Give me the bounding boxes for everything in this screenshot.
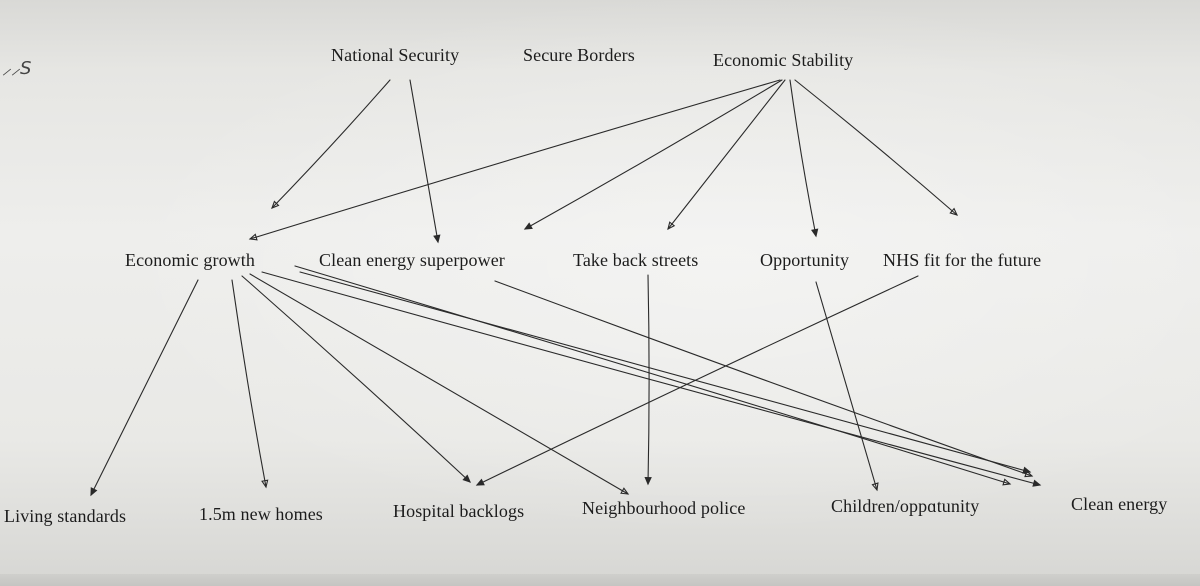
arrowhead-economic-stability-to-take-back-streets (667, 221, 676, 231)
arrowhead-economic-stability-to-opportunity (811, 228, 819, 238)
node-nhs-fit-for-the-future: NHS fit for the future (883, 250, 1042, 270)
node-living-standards: Living standards (4, 506, 127, 526)
edge-economic-growth-to-clean-energy-b (299, 271, 1031, 473)
node-neighbourhood-police: Neighbourhood police (582, 498, 746, 518)
arrowhead-nhs-fit-to-hospital-backlogs (475, 478, 485, 486)
arrowhead-economic-growth-to-new-homes (261, 479, 269, 489)
arrowhead-economic-stability-to-clean-energy-superpower (523, 222, 533, 230)
paper-edge (0, 574, 1200, 586)
arrowhead-clean-energy-superpower-to-clean-energy (1024, 470, 1034, 478)
node-opportunity: Opportunity (760, 250, 850, 270)
edge-economic-stability-to-clean-energy-superpower (524, 79, 783, 230)
node-hospital-backlogs: Hospital backlogs (393, 501, 525, 521)
arrowhead-economic-growth-to-neighbourhood-police (620, 487, 630, 495)
edge-economic-growth-to-children-opportunity (261, 271, 1041, 486)
edge-national-security-to-economic-growth (271, 79, 391, 209)
node-secure-borders: Secure Borders (523, 45, 635, 65)
arrowhead-national-security-to-clean-energy-superpower (433, 234, 441, 244)
node-clean-energy: Clean energy (1071, 494, 1168, 514)
margin-note: ⸝⸝S (2, 58, 32, 79)
edge-economic-growth-to-neighbourhood-police (249, 273, 629, 495)
arrowhead-economic-growth-to-clean-energy-a (1002, 478, 1012, 486)
edge-economic-growth-to-new-homes (231, 279, 267, 488)
node-take-back-streets: Take back streets (573, 250, 699, 270)
edge-take-back-streets-to-neighbourhood-police (647, 274, 650, 485)
arrowhead-opportunity-to-children-opportunity (871, 482, 879, 492)
arrowhead-take-back-streets-to-neighbourhood-police (644, 476, 652, 486)
node-children-opportunity: Children/oppɑtunity (831, 496, 980, 516)
edge-economic-stability-to-economic-growth (249, 79, 781, 240)
edge-clean-energy-superpower-to-clean-energy (494, 280, 1033, 477)
edge-economic-growth-to-hospital-backlogs (241, 275, 471, 483)
node-national-security: National Security (331, 45, 460, 65)
node-new-homes: 1.5m new homes (199, 504, 323, 524)
node-clean-energy-superpower: Clean energy superpower (319, 250, 505, 270)
arrowhead-economic-growth-to-hospital-backlogs (462, 474, 471, 483)
arrowhead-economic-growth-to-children-opportunity (1032, 479, 1042, 487)
edge-economic-stability-to-take-back-streets (667, 79, 786, 230)
edge-economic-growth-to-living-standards (90, 279, 199, 496)
edge-economic-stability-to-opportunity (789, 79, 817, 237)
arrowhead-economic-growth-to-living-standards (90, 487, 98, 497)
arrowhead-economic-stability-to-nhs-fit (949, 207, 959, 216)
node-economic-growth: Economic growth (125, 250, 255, 270)
edge-national-security-to-clean-energy-superpower (409, 79, 439, 243)
edge-opportunity-to-children-opportunity (815, 281, 878, 491)
edge-economic-stability-to-nhs-fit (794, 79, 958, 216)
arrowhead-national-security-to-economic-growth (271, 200, 280, 209)
edge-economic-growth-to-clean-energy-a (294, 265, 1011, 485)
node-economic-stability: Economic Stability (713, 50, 854, 70)
edge-nhs-fit-to-hospital-backlogs (476, 275, 919, 486)
arrowhead-economic-stability-to-economic-growth (248, 233, 258, 241)
